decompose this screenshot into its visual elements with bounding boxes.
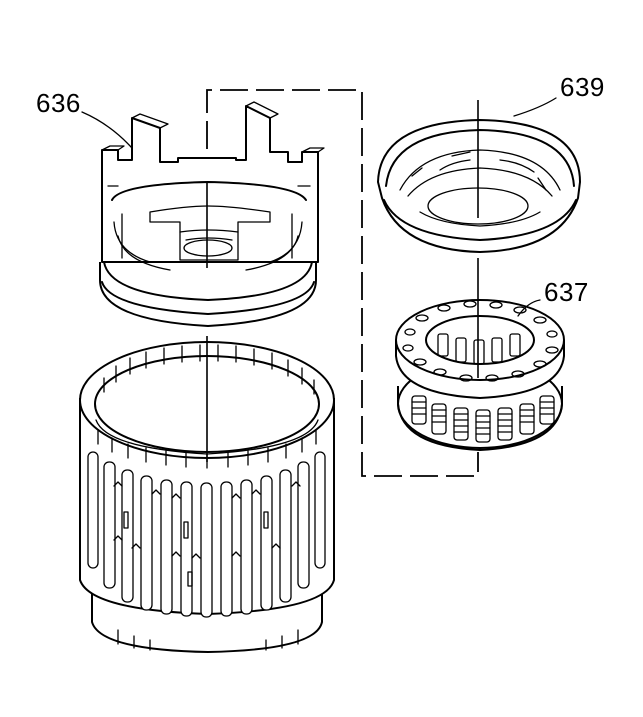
callout-636: 636: [36, 88, 81, 118]
housing-slots: [87, 451, 326, 618]
inner-spring-coils: [437, 333, 521, 365]
part-639-dish: [377, 119, 581, 253]
part-637-spring-retainer: [395, 299, 565, 451]
rim-spline-teeth: [97, 344, 317, 469]
center-axis-lines: [206, 100, 479, 462]
spring-coils: [411, 395, 555, 443]
ring-holes: [402, 300, 559, 382]
housing-lugs: [113, 481, 301, 587]
leader-lines: [81, 97, 557, 317]
callout-637: 637: [544, 277, 589, 307]
part-636-slotted-drum: [99, 101, 325, 327]
alignment-dashed-path: [206, 89, 479, 477]
callout-639: 639: [560, 72, 605, 102]
